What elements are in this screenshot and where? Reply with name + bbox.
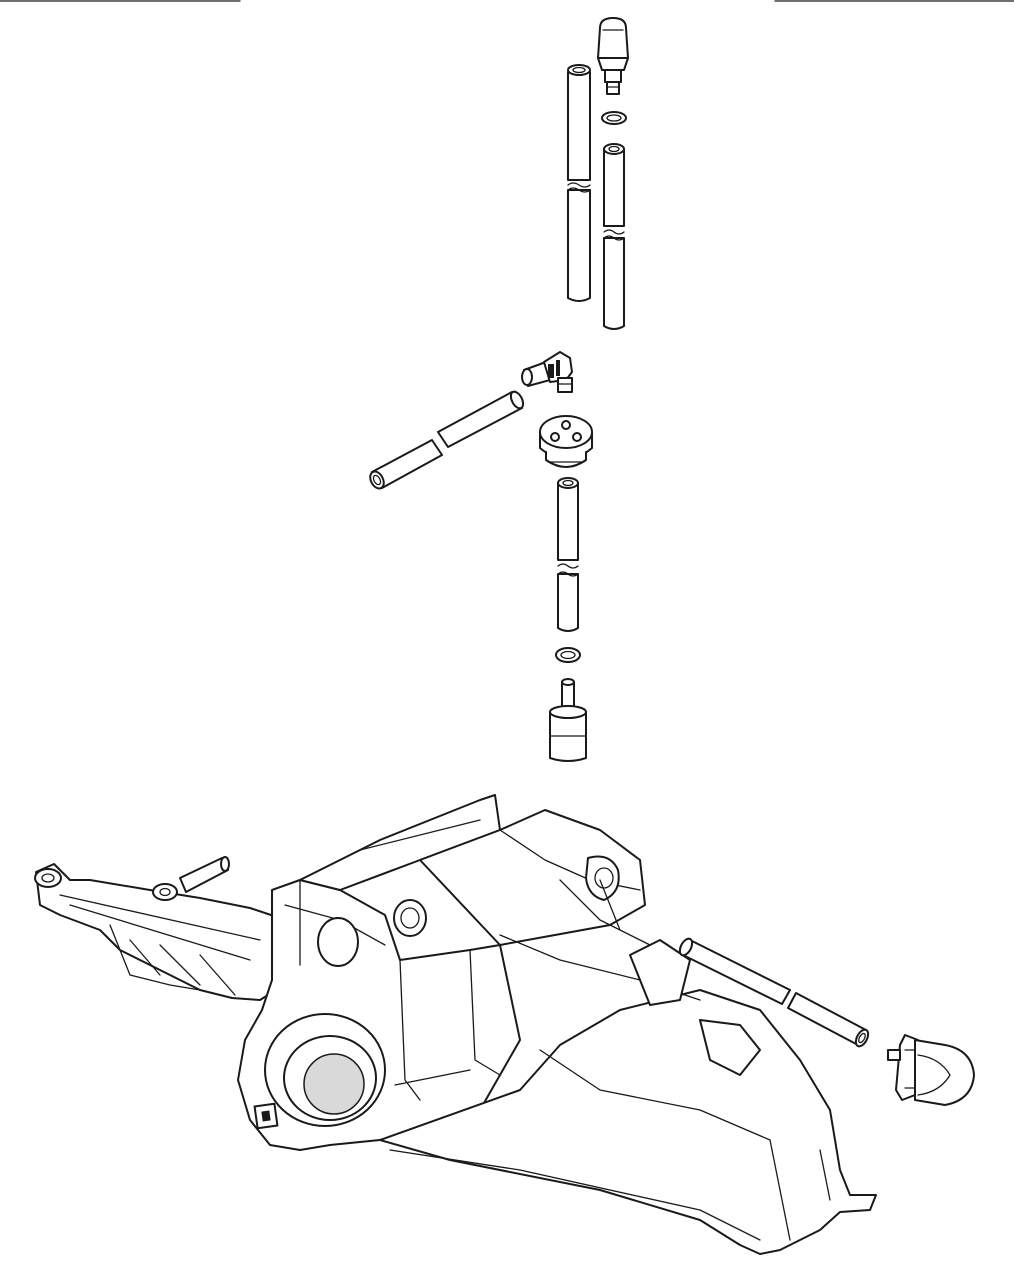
primer-bulb <box>887 1034 975 1106</box>
vent-valve <box>597 17 629 95</box>
hose <box>557 477 579 632</box>
hose <box>567 64 591 302</box>
o-ring <box>601 111 627 125</box>
grommet <box>539 415 593 468</box>
hose <box>369 390 525 490</box>
o-ring <box>555 647 581 663</box>
fuel-filter <box>549 678 587 762</box>
elbow-fitting <box>521 351 573 393</box>
hose <box>678 937 870 1048</box>
fuel-tank-housing <box>34 794 877 1255</box>
hose <box>603 143 625 330</box>
